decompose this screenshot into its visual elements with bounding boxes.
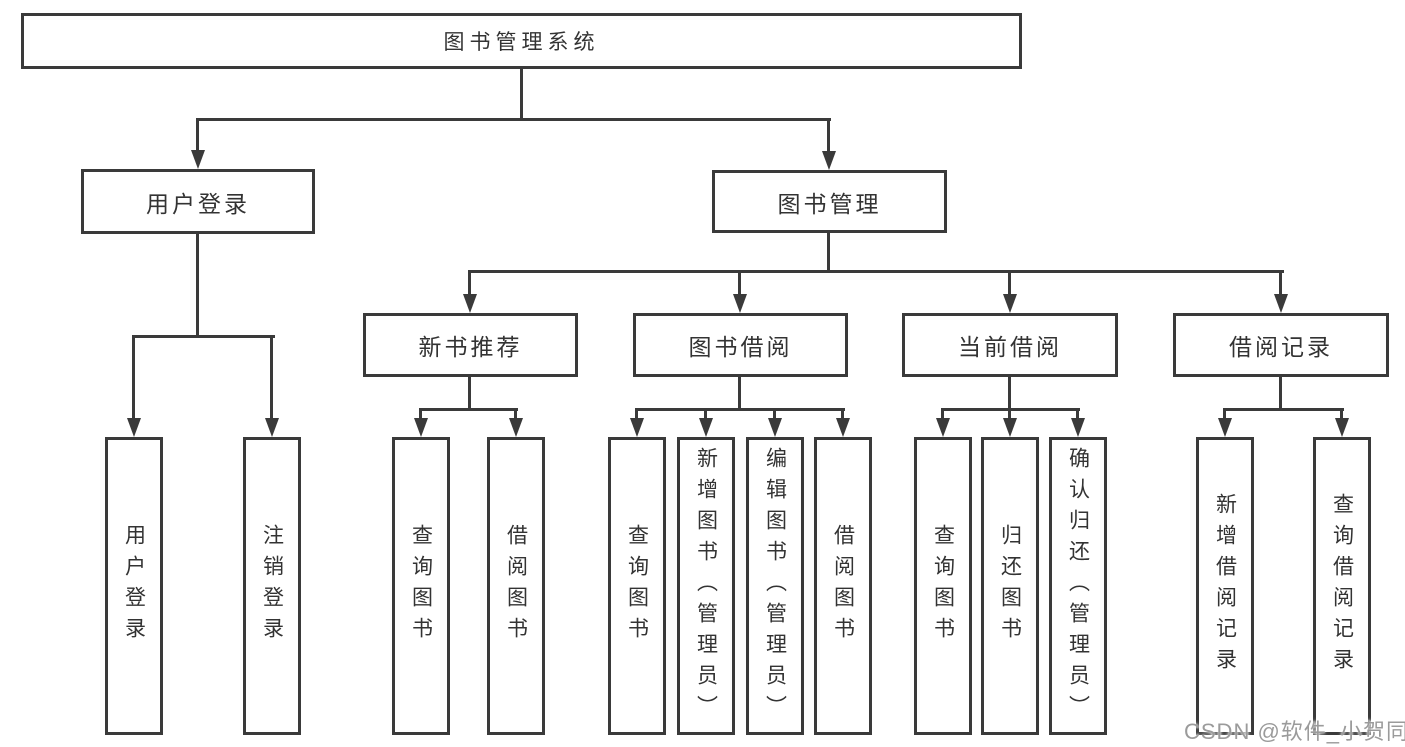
- arrow-down-icon: [699, 418, 713, 437]
- leaf-logout: 注销登录: [243, 437, 301, 735]
- node-current-borrowing: 当前借阅: [902, 313, 1118, 377]
- arrow-down-icon: [414, 418, 428, 437]
- leaf-bb-borrow-books: 借阅图书: [814, 437, 872, 735]
- connector-book-borrow-rail: [635, 408, 845, 411]
- arrow-down-icon: [1218, 418, 1232, 437]
- leaf-br-add-record: 新增借阅记录: [1196, 437, 1254, 735]
- leaf-br-query-record: 查询借阅记录: [1313, 437, 1371, 735]
- node-book-borrowing: 图书借阅: [633, 313, 848, 377]
- connector-user-login-stub: [196, 234, 199, 338]
- connector-to-nb-query: [419, 408, 422, 418]
- arrow-down-icon: [191, 150, 205, 169]
- connector-to-current-borrow: [1008, 270, 1011, 294]
- connector-current-borrow-stub: [1008, 377, 1011, 411]
- arrow-down-icon: [836, 418, 850, 437]
- connector-book-mgmt-stub: [827, 233, 830, 273]
- arrow-down-icon: [936, 418, 950, 437]
- connector-to-bb-borrow: [841, 408, 844, 418]
- arrow-down-icon: [733, 294, 747, 313]
- csdn-watermark: CSDN @软件_小贺同学: [1184, 719, 1405, 744]
- leaf-bb-edit-books-admin: 编辑图书（管理员）: [746, 437, 804, 735]
- leaf-cb-return-books: 归还图书: [981, 437, 1039, 735]
- arrow-down-icon: [1003, 418, 1017, 437]
- arrow-down-icon: [1071, 418, 1085, 437]
- connector-new-books-stub: [468, 377, 471, 411]
- connector-to-br-query: [1340, 408, 1343, 418]
- connector-to-new-books: [468, 270, 471, 294]
- connector-to-cb-confirm: [1076, 408, 1079, 418]
- connector-to-cb-query: [941, 408, 944, 418]
- leaf-nb-borrow-books: 借阅图书: [487, 437, 545, 735]
- connector-to-leaf-logout: [270, 335, 273, 418]
- arrow-down-icon: [127, 418, 141, 437]
- node-book-management: 图书管理: [712, 170, 947, 233]
- connector-to-cb-return: [1008, 408, 1011, 418]
- arrow-down-icon: [768, 418, 782, 437]
- arrow-down-icon: [822, 151, 836, 170]
- arrow-down-icon: [1274, 294, 1288, 313]
- leaf-user-login: 用户登录: [105, 437, 163, 735]
- arrow-down-icon: [630, 418, 644, 437]
- node-borrow-records: 借阅记录: [1173, 313, 1389, 377]
- node-user-login: 用户登录: [81, 169, 315, 234]
- arrow-down-icon: [463, 294, 477, 313]
- connector-to-bb-add: [704, 408, 707, 418]
- connector-to-br-add: [1223, 408, 1226, 418]
- leaf-bb-add-books-admin: 新增图书（管理员）: [677, 437, 735, 735]
- leaf-cb-confirm-return-admin: 确认归还（管理员）: [1049, 437, 1107, 735]
- connector-book-borrow-stub: [738, 377, 741, 411]
- connector-root-to-user-login: [196, 118, 199, 150]
- connector-to-nb-borrow: [514, 408, 517, 418]
- node-library-management-system: 图书管理系统: [21, 13, 1022, 69]
- connector-borrow-records-stub: [1279, 377, 1282, 411]
- connector-root-stub: [520, 69, 523, 121]
- connector-to-borrow-records: [1279, 270, 1282, 294]
- node-new-book-recommend: 新书推荐: [363, 313, 578, 377]
- connector-new-books-rail: [419, 408, 518, 411]
- connector-to-bb-edit: [773, 408, 776, 418]
- connector-borrow-records-rail: [1223, 408, 1344, 411]
- connector-user-login-rail: [132, 335, 275, 338]
- arrow-down-icon: [1003, 294, 1017, 313]
- leaf-cb-query-books: 查询图书: [914, 437, 972, 735]
- leaf-nb-query-books: 查询图书: [392, 437, 450, 735]
- leaf-bb-query-books: 查询图书: [608, 437, 666, 735]
- connector-book-mgmt-rail: [468, 270, 1284, 273]
- connector-to-bb-query: [635, 408, 638, 418]
- connector-to-book-borrow: [738, 270, 741, 294]
- arrow-down-icon: [1335, 418, 1349, 437]
- connector-root-to-book-mgmt: [827, 118, 830, 151]
- connector-root-rail: [196, 118, 831, 121]
- arrow-down-icon: [509, 418, 523, 437]
- arrow-down-icon: [265, 418, 279, 437]
- connector-to-leaf-user-login: [132, 335, 135, 418]
